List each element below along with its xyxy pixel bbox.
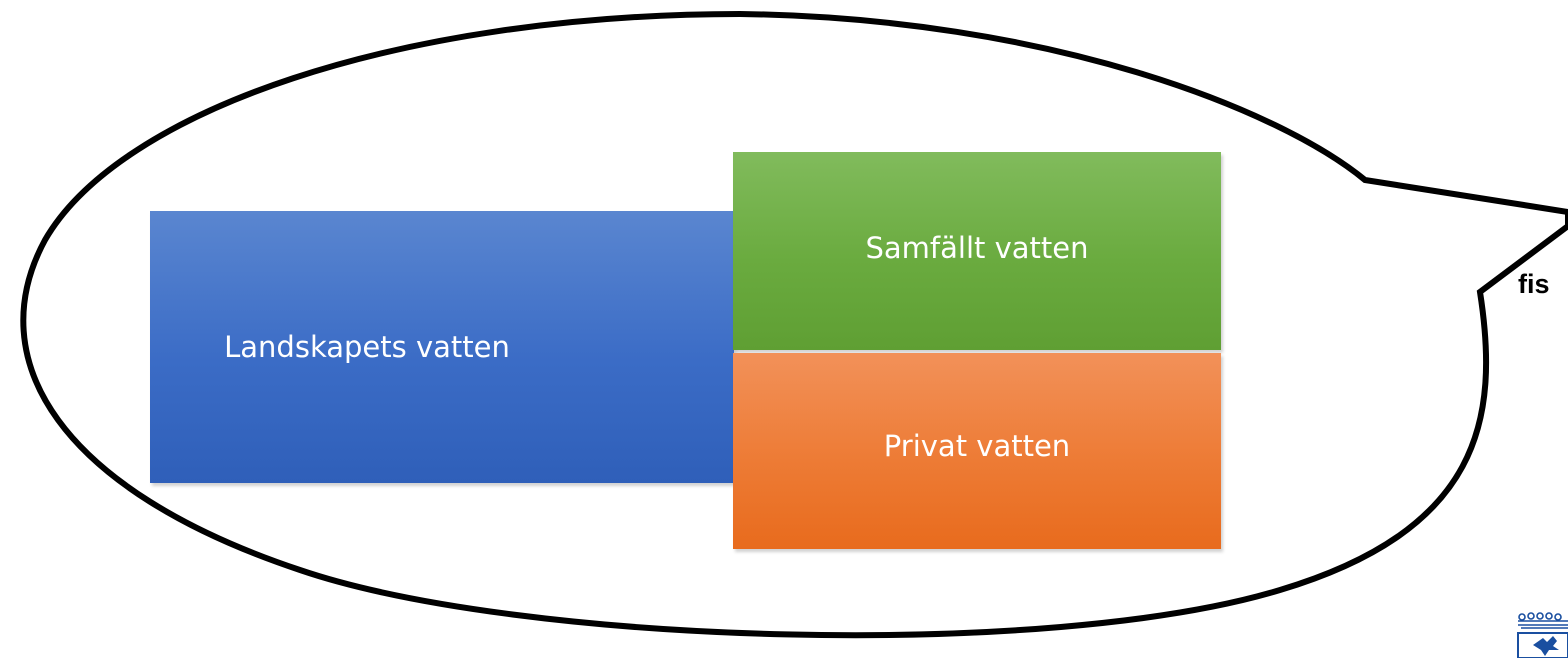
box-privat-label: Privat vatten (883, 429, 1071, 463)
box-samfallt-label: Samfällt vatten (865, 231, 1089, 265)
box-landskapets-label: Landskapets vatten (224, 330, 510, 364)
box-privat-vatten: Privat vatten (733, 353, 1221, 549)
box-samfallt-vatten: Samfällt vatten (733, 152, 1221, 350)
partial-side-text: fis (1518, 269, 1550, 299)
box-landskapets-vatten: Landskapets vatten (150, 211, 734, 483)
coat-of-arms-icon (1517, 612, 1568, 658)
